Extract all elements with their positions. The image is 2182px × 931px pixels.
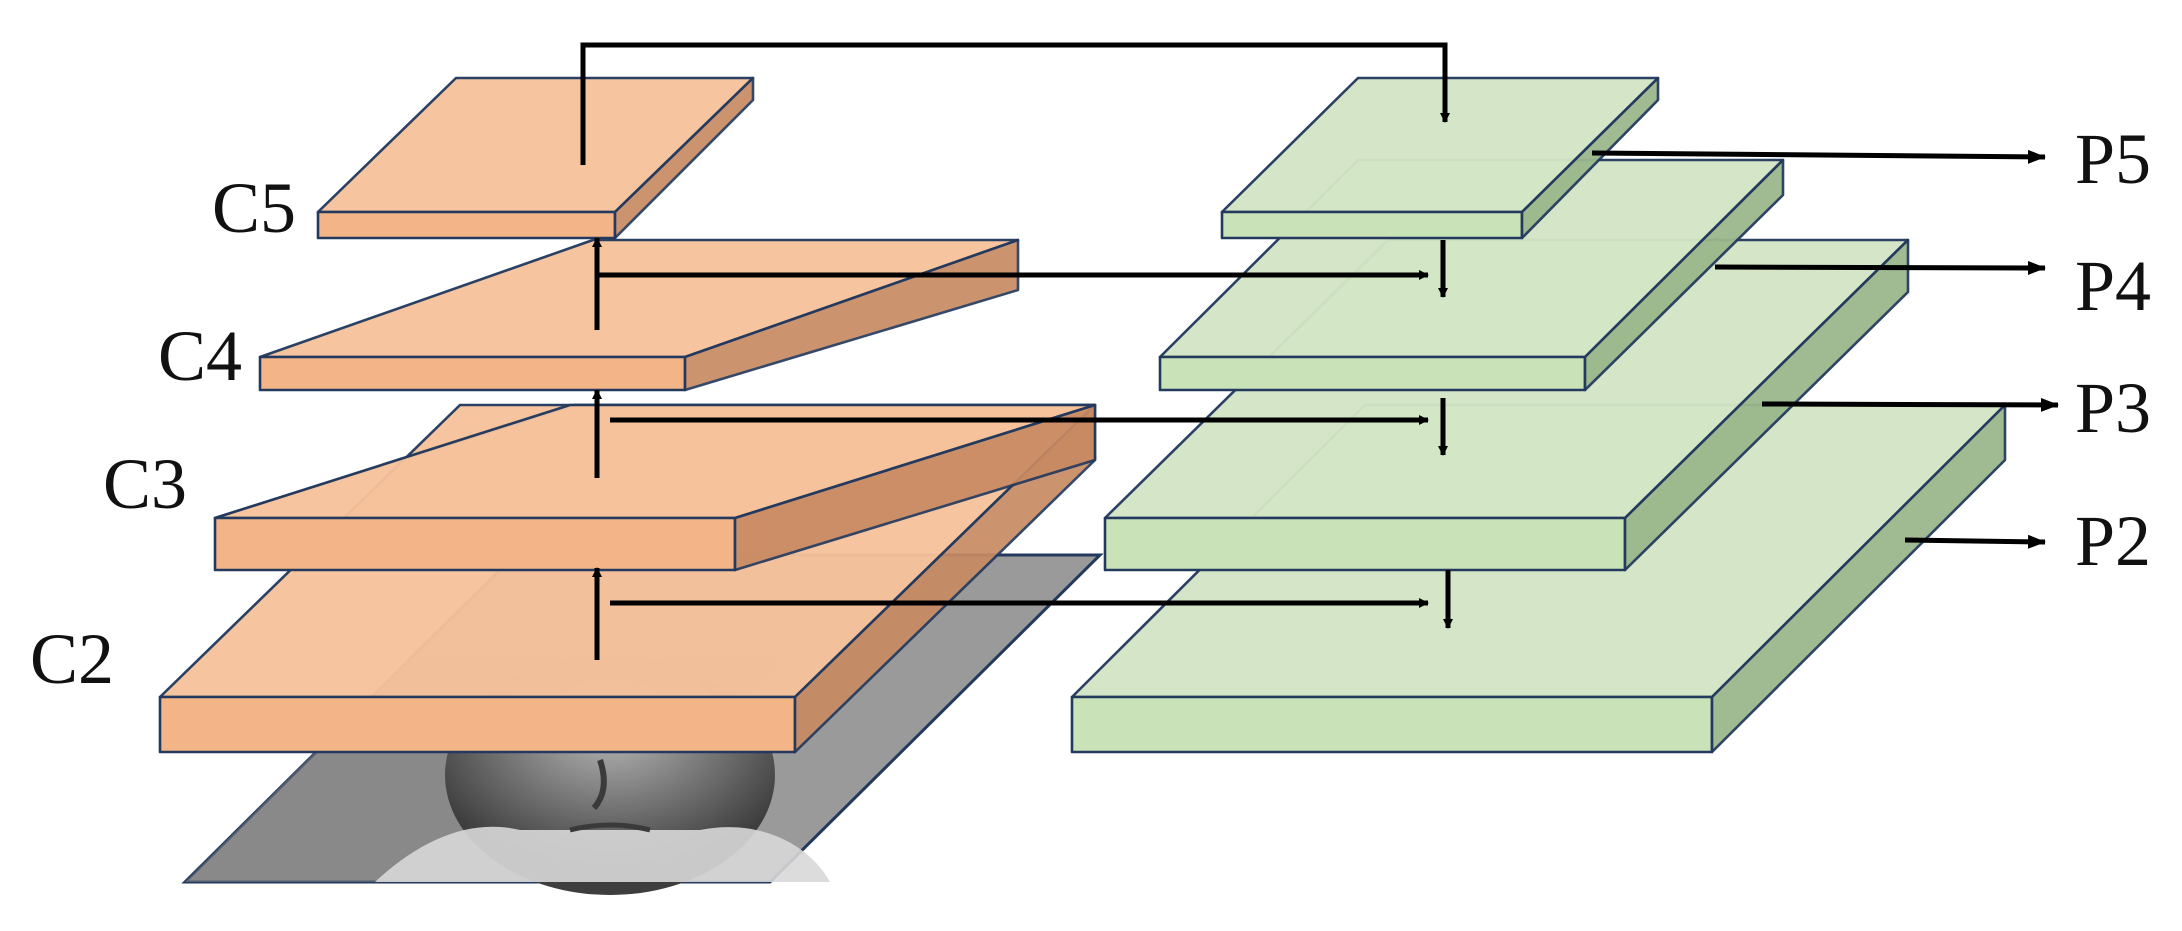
output-arrow-p5 — [1591, 149, 2046, 164]
label-p4: P4 — [2075, 246, 2151, 326]
label-c3: C3 — [103, 444, 187, 524]
lateral-connections — [597, 270, 1429, 608]
mouth-icon — [569, 822, 651, 833]
top-connector — [580, 42, 1450, 165]
label-p5: P5 — [2075, 119, 2151, 199]
output-arrow-p3 — [1761, 397, 2059, 412]
output-arrow-p4 — [1714, 260, 2046, 275]
output-arrow-p2 — [1904, 534, 2046, 549]
top-down-pathway — [1070, 76, 2007, 754]
label-p2: P2 — [2075, 501, 2151, 581]
label-c5: C5 — [212, 168, 296, 248]
bottom-up-pathway — [158, 76, 1097, 754]
top-down-labels: P5 P4 P3 P2 — [2075, 119, 2151, 581]
output-arrows — [1591, 149, 2059, 549]
shirt-collar-icon — [375, 826, 830, 882]
feature-map-c5 — [316, 76, 755, 240]
arrow-c5-to-p5 — [580, 42, 1450, 165]
feature-map-c4 — [258, 238, 1020, 392]
label-c2: C2 — [30, 619, 114, 699]
top-down-arrows — [1438, 240, 1453, 629]
nose-shadow-icon — [591, 759, 607, 810]
feature-map-c3 — [213, 403, 1097, 572]
label-p3: P3 — [2075, 368, 2151, 448]
feature-map-p5 — [1220, 76, 1660, 240]
bottom-up-labels: C5 C4 C3 C2 — [30, 168, 296, 699]
label-c4: C4 — [158, 316, 242, 396]
